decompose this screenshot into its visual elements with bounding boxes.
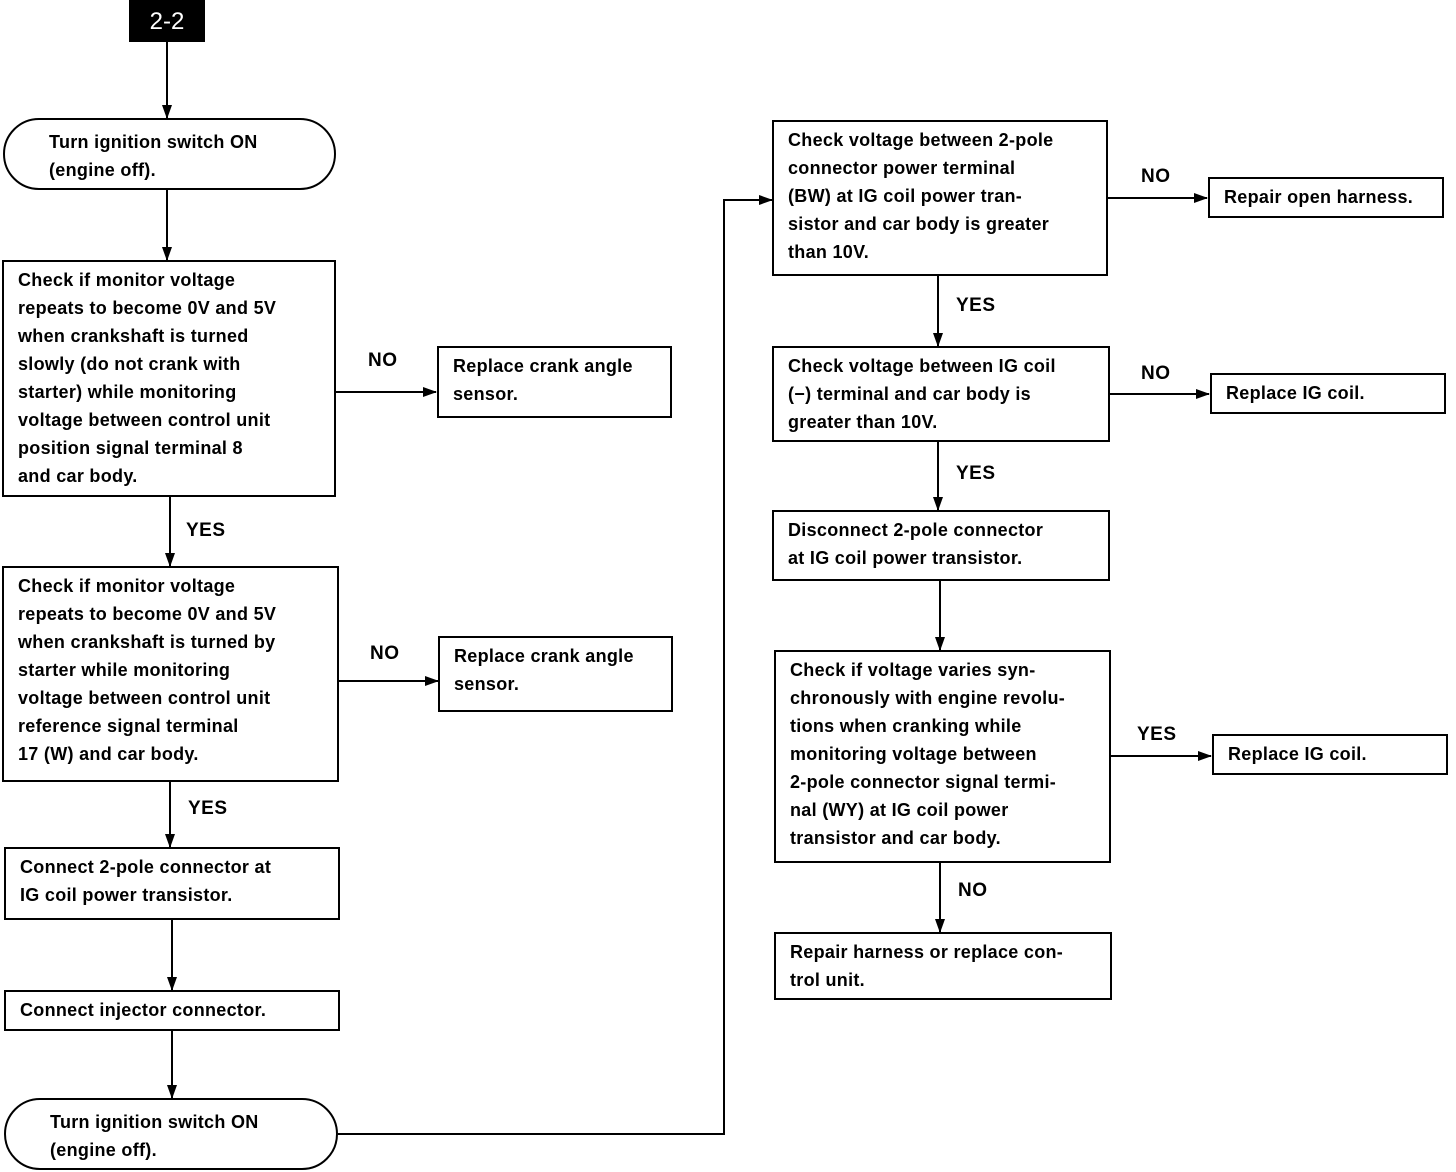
- connect-injector-connector-box: Connect injector connector.: [4, 990, 340, 1031]
- no-label: NO: [370, 643, 400, 664]
- check-power-terminal-voltage-box: Check voltage between 2-pole connector p…: [772, 120, 1108, 276]
- no-label: NO: [1141, 363, 1171, 384]
- repair-open-harness-box: Repair open harness.: [1208, 177, 1444, 218]
- repair-harness-or-replace-control-unit-box: Repair harness or replace con- trol unit…: [774, 932, 1112, 1000]
- yes-label: YES: [186, 520, 226, 541]
- check-monitor-voltage-slow-box: Check if monitor voltage repeats to beco…: [2, 260, 336, 497]
- replace-ig-coil-box: Replace IG coil.: [1212, 734, 1448, 775]
- replace-crank-angle-sensor-box: Replace crank angle sensor.: [437, 346, 672, 418]
- connector-to-right-column: [338, 195, 773, 1135]
- replace-crank-angle-sensor-box: Replace crank angle sensor.: [438, 636, 673, 712]
- no-label: NO: [958, 880, 988, 901]
- no-label: NO: [368, 350, 398, 371]
- step-tag: 2-2: [129, 0, 205, 42]
- disconnect-2pole-connector-box: Disconnect 2-pole connector at IG coil p…: [772, 510, 1110, 581]
- yes-label: YES: [956, 295, 996, 316]
- check-monitor-voltage-starter-box: Check if monitor voltage repeats to beco…: [2, 566, 339, 782]
- replace-ig-coil-box: Replace IG coil.: [1210, 373, 1446, 414]
- connect-2pole-connector-box: Connect 2-pole connector at IG coil powe…: [4, 847, 340, 920]
- check-voltage-synchronous-box: Check if voltage varies syn- chronously …: [774, 650, 1111, 863]
- yes-label: YES: [956, 463, 996, 484]
- no-label: NO: [1141, 166, 1171, 187]
- yes-label: YES: [188, 798, 228, 819]
- turn-ignition-on-box: Turn ignition switch ON (engine off).: [3, 118, 336, 190]
- check-ig-coil-terminal-voltage-box: Check voltage between IG coil (−) termin…: [772, 346, 1110, 442]
- yes-label: YES: [1137, 724, 1177, 745]
- turn-ignition-on-box: Turn ignition switch ON (engine off).: [4, 1098, 338, 1170]
